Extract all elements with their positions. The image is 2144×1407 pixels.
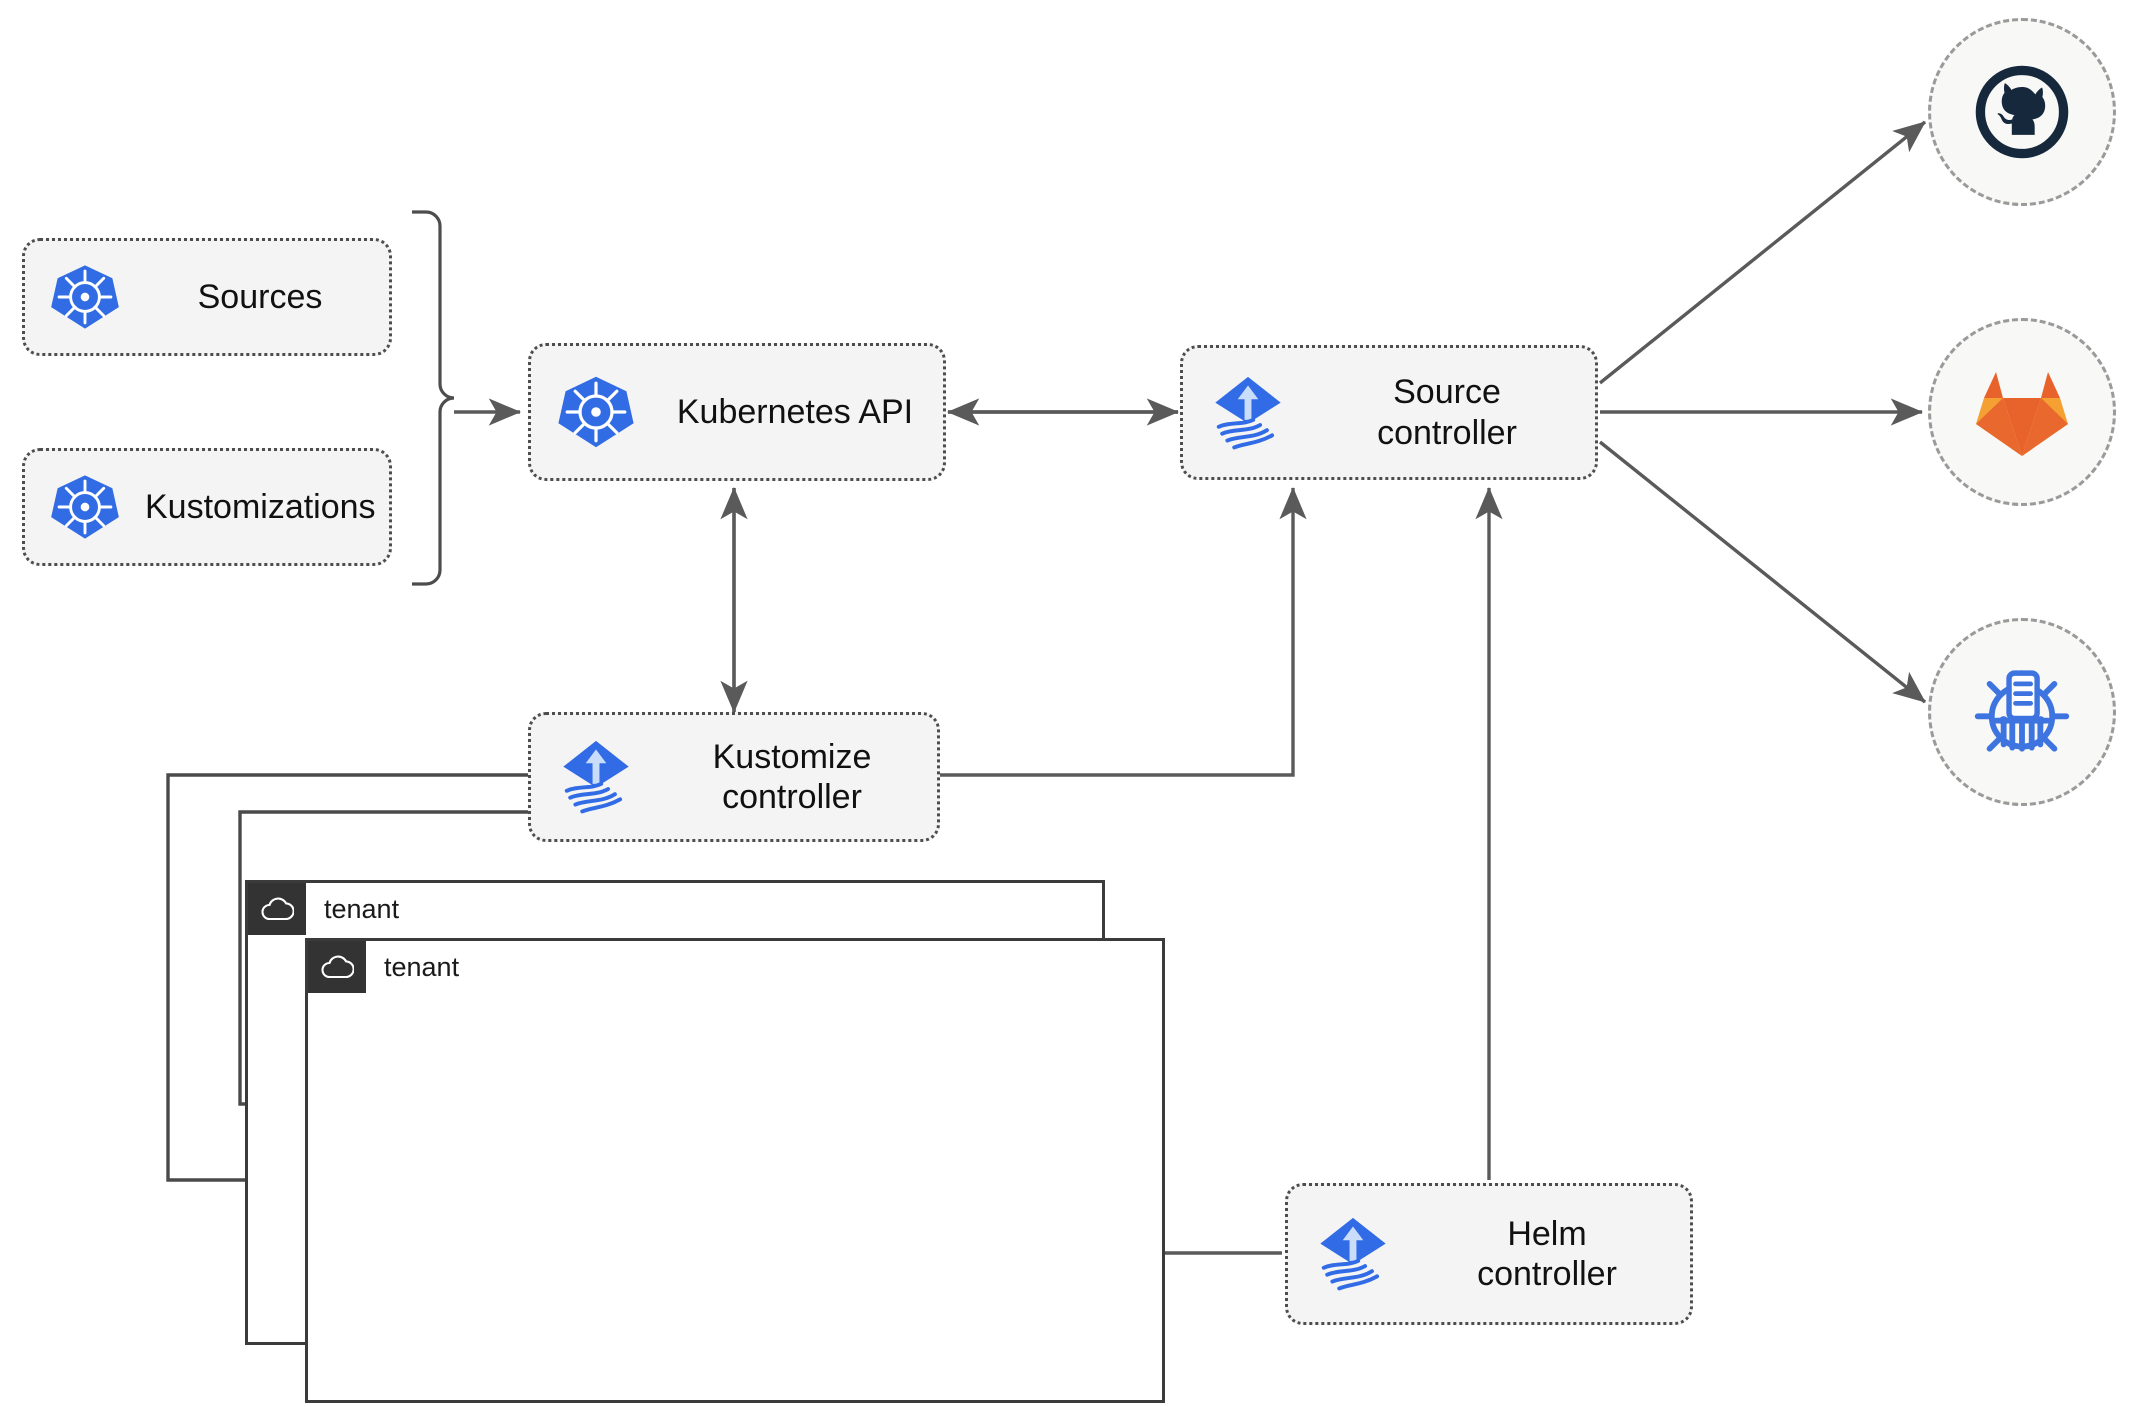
tenant-header-back: tenant bbox=[248, 883, 399, 935]
node-helm-controller[interactable]: Helm controller bbox=[1285, 1183, 1693, 1325]
kubernetes-icon bbox=[25, 471, 145, 543]
flux-icon bbox=[1288, 1211, 1418, 1297]
flux-icon bbox=[1183, 370, 1313, 456]
node-kustomize-controller[interactable]: Kustomize controller bbox=[528, 712, 940, 842]
node-source-controller[interactable]: Source controller bbox=[1180, 345, 1598, 480]
edge-source-to-github bbox=[1598, 120, 1927, 385]
node-label: Helm controller bbox=[1477, 1214, 1617, 1293]
node-label: Sources bbox=[197, 277, 323, 316]
flux-icon bbox=[531, 734, 661, 820]
provider-github[interactable] bbox=[1928, 18, 2116, 206]
node-label: Kubernetes API bbox=[676, 392, 914, 431]
edge-source-to-helmrepo bbox=[1598, 440, 1927, 704]
node-sources[interactable]: Sources bbox=[22, 238, 392, 356]
gitlab-icon bbox=[1976, 372, 2068, 456]
tenant-container-front[interactable]: tenant bbox=[305, 938, 1165, 1403]
node-kustomizations[interactable]: Kustomizations bbox=[22, 448, 392, 566]
edge-kustomize-to-source bbox=[940, 486, 1307, 777]
provider-helm-repository[interactable] bbox=[1928, 618, 2116, 806]
kubernetes-icon bbox=[531, 372, 661, 452]
node-kubernetes-api[interactable]: Kubernetes API bbox=[528, 343, 946, 481]
tenant-label-back: tenant bbox=[324, 893, 400, 924]
tenant-label-front: tenant bbox=[384, 951, 460, 982]
group-bracket bbox=[412, 210, 455, 586]
provider-gitlab[interactable] bbox=[1928, 318, 2116, 506]
node-label: Kustomizations bbox=[145, 487, 376, 526]
node-label: Source controller bbox=[1377, 373, 1517, 452]
github-icon bbox=[1975, 65, 2069, 159]
helm-repository-icon bbox=[1974, 670, 2070, 752]
tenant-header-front: tenant bbox=[308, 941, 459, 993]
kubernetes-icon bbox=[25, 261, 145, 333]
cloud-icon bbox=[308, 941, 366, 993]
edge-kustomize-to-tenant-back bbox=[166, 773, 530, 1194]
node-label: Kustomize controller bbox=[712, 737, 872, 816]
cloud-icon bbox=[248, 883, 306, 935]
